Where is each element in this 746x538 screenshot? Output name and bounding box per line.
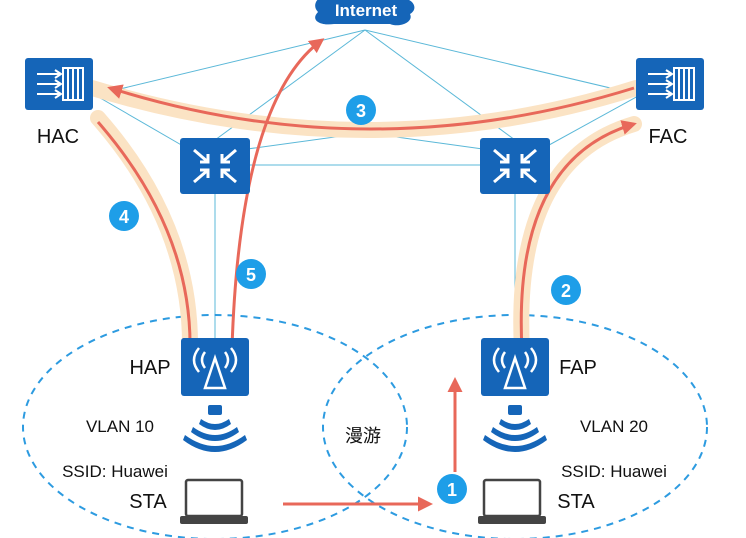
step-badge-4: 4 [109, 201, 139, 231]
step-badge-1: 1 [437, 474, 467, 504]
left-ssid-label: SSID: Huawei [62, 462, 168, 481]
fap-device [481, 338, 549, 396]
right-vlan-label: VLAN 20 [580, 417, 648, 436]
internet-cloud: Internet [315, 0, 415, 26]
left-sta-label: STA [129, 491, 167, 513]
svg-text:4: 4 [119, 207, 129, 227]
fac-label: FAC [649, 126, 688, 148]
right-ssid-label: SSID: Huawei [561, 462, 667, 481]
arrow-5-hap-to-internet [230, 38, 325, 349]
svg-text:2: 2 [561, 281, 571, 301]
hap-label: HAP [129, 357, 170, 379]
svg-text:3: 3 [356, 101, 366, 121]
hac-device [25, 58, 93, 110]
right-sta-label: STA [557, 491, 595, 513]
flow-arrows [96, 38, 637, 512]
arrow-4-hac-to-hap [96, 121, 198, 353]
laptop-icon [180, 478, 248, 524]
firewall-icon [37, 67, 84, 101]
left-coverage-ellipse [22, 314, 408, 538]
wifi-icon [483, 405, 547, 452]
fac-device [636, 58, 704, 110]
firewall-icon [648, 67, 695, 101]
step-badge-5: 5 [236, 259, 266, 289]
arrow-2-fap-to-fac [519, 120, 637, 351]
laptop-icon [478, 478, 546, 524]
svg-text:5: 5 [246, 265, 256, 285]
fap-label: FAP [559, 357, 597, 379]
left-vlan-label: VLAN 10 [86, 417, 154, 436]
wifi-icon [183, 405, 247, 452]
hac-label: HAC [37, 126, 79, 148]
antenna-icon [492, 347, 538, 390]
arrow-3-fac-to-hac [107, 84, 635, 131]
switch-icon [193, 148, 237, 184]
svg-text:1: 1 [447, 480, 457, 500]
right-switch-device [480, 138, 550, 194]
antenna-icon [192, 347, 238, 390]
hap-device [181, 338, 249, 396]
step-badge-2: 2 [551, 275, 581, 305]
left-switch-device [180, 138, 250, 194]
switch-icon [493, 148, 537, 184]
internet-label: Internet [335, 1, 398, 20]
tunnel-glow [84, 80, 644, 358]
step-badge-3: 3 [346, 95, 376, 125]
roaming-label: 漫游 [345, 426, 381, 446]
